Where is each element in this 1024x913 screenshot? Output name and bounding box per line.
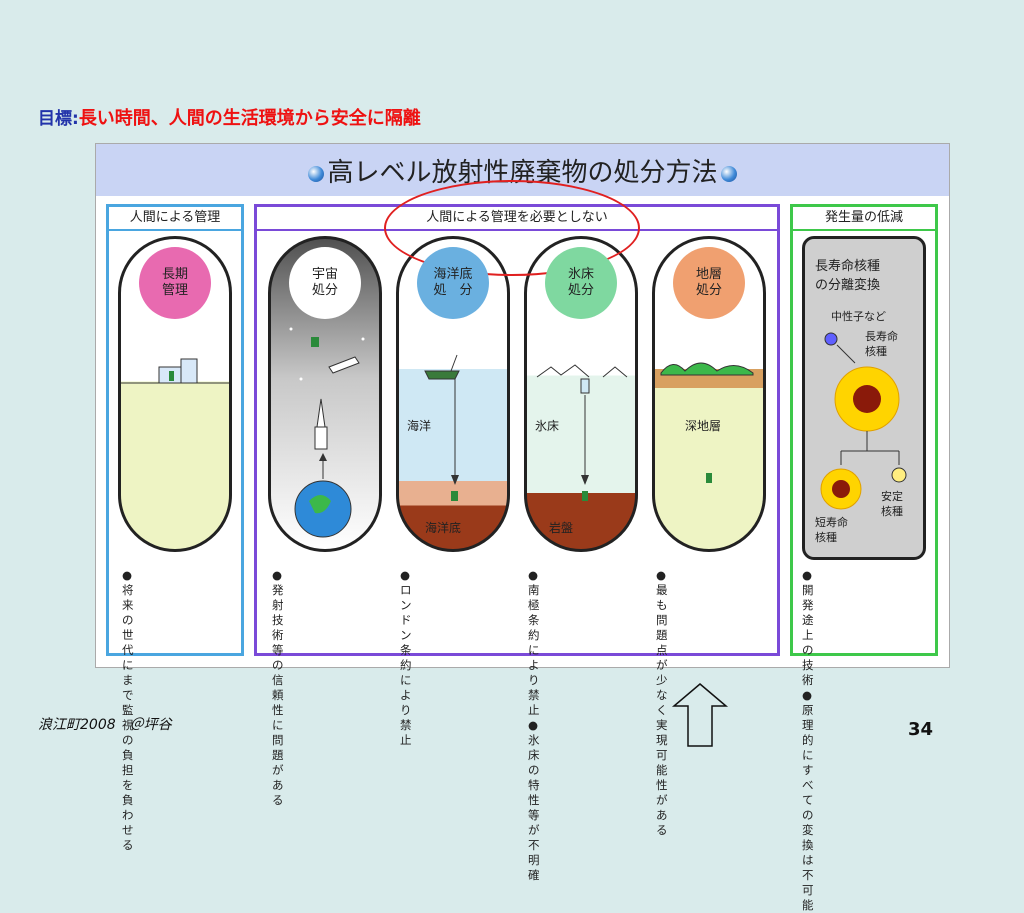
capsule-ice-sheet: 氷床 処分 氷床 岩盤 xyxy=(524,236,638,552)
ice-sheet-icon xyxy=(536,364,628,501)
method-ocean-floor: 海洋底 処 分 xyxy=(417,247,489,319)
method-geological: 地層 処分 xyxy=(673,247,745,319)
note-geological: ●最も問題点が 少なく実現可 能性がある xyxy=(656,568,668,837)
capsule-space: 宇宙 処分 xyxy=(268,236,382,552)
note-space: ●発射技術等の 信頼性に問題 がある xyxy=(272,568,284,807)
method-ice-sheet: 氷床 処分 xyxy=(545,247,617,319)
capsule-geological: 地層 処分 深地層 xyxy=(652,236,766,552)
label-short-lived: 短寿命 核種 xyxy=(815,516,848,544)
ship-icon xyxy=(424,354,460,501)
transmutation-title: 長寿命核種 の分離変換 xyxy=(815,259,881,293)
goal-text: 長い時間、人間の生活環境から安全に隔離 xyxy=(78,108,421,129)
zone-ice-sheet: 氷床 xyxy=(535,419,560,433)
footer-credit: 浪江町2008 ＠坪谷 xyxy=(38,717,172,733)
mountain-icon xyxy=(660,362,754,483)
rocket-earth-icon xyxy=(289,327,365,538)
note-ice-sheet: ●南極条約によ り禁止 ●氷床の特性等 が不明確 xyxy=(528,568,540,882)
transmutation-panel: 長寿命核種 の分離変換 中性子など 長寿命 核種 短寿命 核種 安定 核種 xyxy=(802,236,926,560)
note-long-term: ●将来の世代に まで監視の負 担を負わせる xyxy=(122,568,134,852)
label-long-lived: 長寿命 核種 xyxy=(865,330,898,358)
highlight-ellipse xyxy=(384,180,640,276)
goal-line: 目標:長い時間、人間の生活環境から安全に隔離 xyxy=(38,104,421,130)
zone-ocean: 海洋 xyxy=(407,419,432,433)
group-title-human-management: 人間による管理 xyxy=(109,207,241,231)
globe-icon xyxy=(308,165,325,182)
page-number: 34 xyxy=(908,719,934,740)
capsule-ocean-floor: 海洋底 処 分 海洋 海洋底 xyxy=(396,236,510,552)
group-human-management: 人間による管理 xyxy=(106,204,244,656)
group-reduction: 発生量の低減 xyxy=(790,204,938,656)
storage-building-icon xyxy=(121,358,229,384)
goal-label: 目標: xyxy=(38,109,79,129)
method-space: 宇宙 処分 xyxy=(289,247,361,319)
zone-deep-geology: 深地層 xyxy=(685,419,722,433)
label-neutron: 中性子など xyxy=(831,310,886,323)
group-title-reduction: 発生量の低減 xyxy=(793,207,935,231)
method-long-term: 長期 管理 xyxy=(139,247,211,319)
zone-bedrock: 岩盤 xyxy=(549,521,574,535)
note-transmutation: ●開発途上の技術 ●原理的にすべて の変換は不可能 xyxy=(802,568,814,912)
note-ocean-floor: ●ロンドン条約 により禁止 xyxy=(400,568,412,747)
up-arrow-icon xyxy=(671,683,729,747)
nuclear-reaction-icon xyxy=(820,332,907,510)
label-stable: 安定 核種 xyxy=(881,490,903,518)
capsule-long-term: 長期 管理 xyxy=(118,236,232,552)
globe-icon xyxy=(720,165,737,182)
zone-ocean-floor: 海洋底 xyxy=(425,521,462,535)
